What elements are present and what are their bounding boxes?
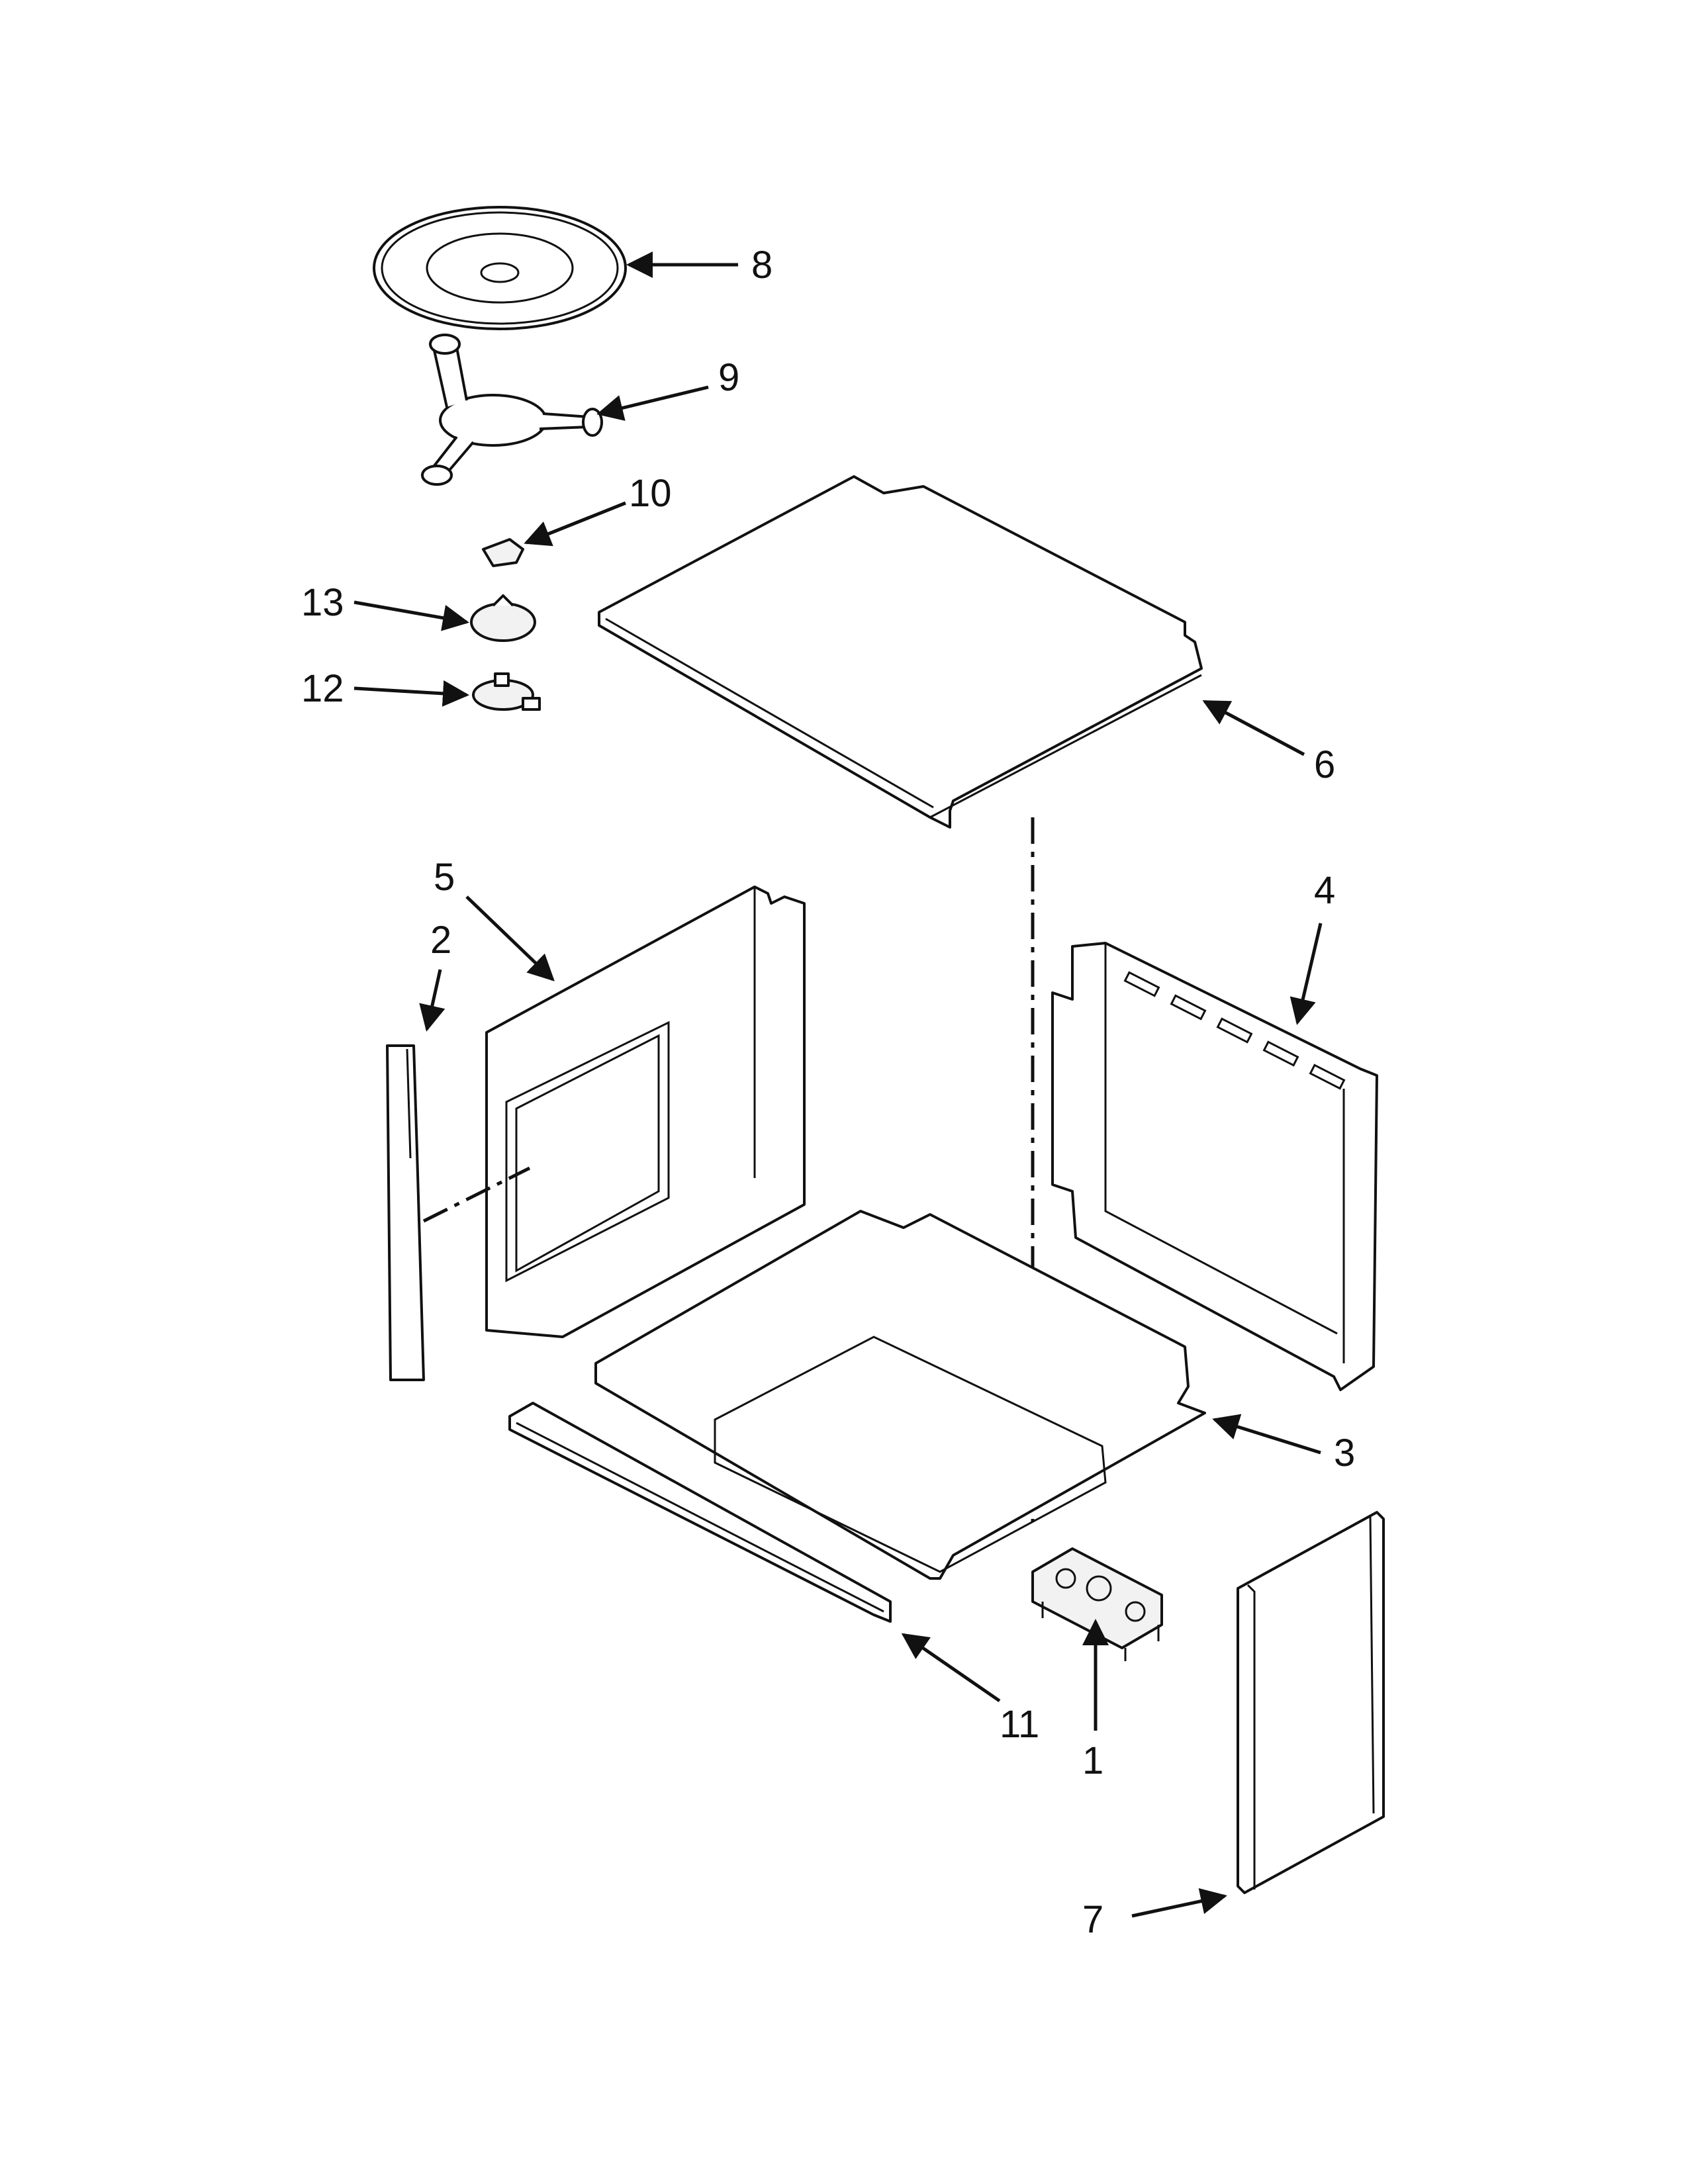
part-11-front-trim [508,1402,892,1623]
part-5-left-panel [485,886,806,1338]
callout-2: 2 [430,919,451,962]
part-8-turntable-tray [373,206,627,330]
part-12-turntable-motor [472,672,541,711]
part-3-bottom-panel [594,1210,1206,1580]
part-2-bracket [386,1044,531,1381]
callout-arrows [353,251,1323,1918]
callout-9: 9 [718,356,739,399]
part-4-right-panel [1051,942,1378,1391]
part-6-top-panel [598,475,1203,829]
callout-12: 12 [301,667,344,710]
callout-1: 1 [1082,1739,1103,1782]
callout-5: 5 [434,856,455,899]
callout-11: 11 [1000,1703,1039,1746]
part-7-side-panel [1237,1511,1385,1894]
callout-8: 8 [751,244,773,287]
callout-10: 10 [629,472,672,515]
callout-13: 13 [301,581,344,624]
part-10-clip [482,538,524,567]
part-13-coupler [470,594,536,642]
callout-4: 4 [1314,869,1335,912]
part-1-control-board [1031,1547,1163,1661]
callout-labels: 8 9 10 13 12 6 5 2 4 3 11 1 7 [301,244,1355,1941]
part-9-roller-support [421,334,603,486]
callout-6: 6 [1314,743,1335,786]
callout-3: 3 [1334,1432,1355,1475]
callout-7: 7 [1082,1898,1103,1941]
